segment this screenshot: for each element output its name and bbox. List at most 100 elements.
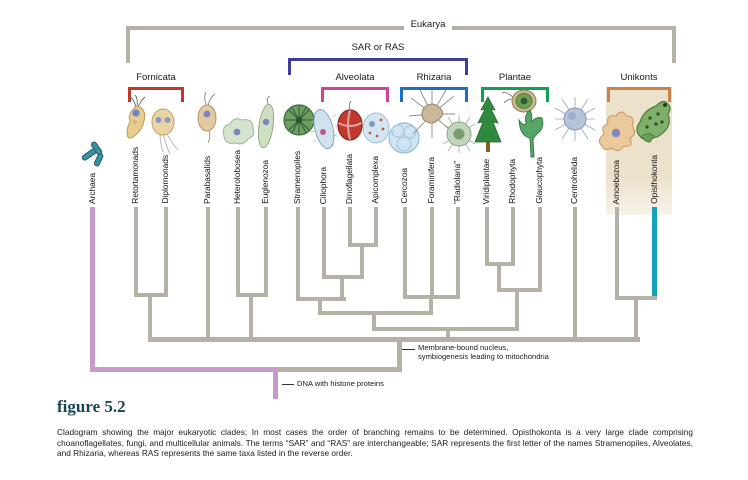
alveolata-label: Alveolata (335, 72, 375, 83)
branch-segment (430, 207, 434, 299)
eukarya-bracket (672, 26, 676, 63)
taxon-label-apicomplexa: Apicomplexa (370, 156, 380, 204)
unikonts-bracket (607, 87, 671, 102)
taxon-label-ciliophora: Ciliophora (318, 166, 328, 204)
euglenozoa-icon (257, 96, 275, 149)
eukarya-label: Eukarya (410, 19, 446, 30)
taxon-label-retortamonads: Retortamonads (130, 147, 140, 204)
branch-segment (372, 327, 519, 331)
branch-segment (374, 207, 378, 247)
bracket-line (546, 87, 549, 102)
branch-segment (515, 288, 519, 331)
taxon-label-radiolaria: "Radiolaria" (452, 160, 462, 204)
bracket-line (181, 87, 184, 102)
fornicata-bracket (128, 87, 184, 102)
nucleus-annotation-line2: symbiogenesis leading to mitochondria (418, 352, 549, 361)
bracket-line (607, 87, 671, 90)
rhodophyta-icon (518, 109, 544, 158)
plantae-label: Plantae (498, 72, 532, 83)
bracket-line (400, 87, 403, 102)
branch-segment (456, 207, 460, 299)
taxon-label-opisthokonta: Opisthokonta (649, 155, 659, 204)
figure-title: figure 5.2 (57, 397, 126, 416)
branch-segment (348, 207, 352, 247)
branch-segment (236, 207, 240, 297)
dna-annotation: DNA with histone proteins (297, 379, 384, 388)
alveolata-bracket (321, 87, 389, 102)
rhizaria-label: Rhizaria (416, 72, 452, 83)
sar-label: SAR or RAS (351, 42, 405, 53)
branch-segment (264, 207, 268, 297)
taxon-label-euglenozoa: Euglenozoa (260, 160, 270, 204)
dinoflagellata-icon (337, 100, 363, 141)
taxon-label-parabasalids: Parabasalids (202, 156, 212, 204)
opisthokonta-icon (636, 100, 671, 143)
branch-segment (538, 207, 542, 292)
taxon-label-cercozoa: Cercozoa (399, 168, 409, 204)
branch-segment (164, 207, 168, 297)
branch-segment (322, 207, 326, 279)
glaucophyta-icon (502, 89, 537, 113)
taxon-label-diplomonads: Diplomonads (160, 155, 170, 204)
branch-segment (485, 207, 489, 266)
ciliophora-icon (310, 108, 338, 150)
radiolaria-icon (442, 115, 476, 153)
taxon-label-rhodophyta: Rhodophyta (507, 159, 517, 204)
parabasalids-icon (197, 92, 217, 144)
bracket-line (128, 87, 131, 102)
nucleus-annotation: Membrane-bound nucleus, symbiogenesis le… (418, 343, 549, 361)
branch-eukaryote-backbone (148, 337, 640, 342)
eukarya-bracket (126, 26, 130, 63)
stramenopiles-icon (283, 104, 315, 136)
branch-segment (318, 297, 322, 315)
plantae-bracket (481, 87, 549, 102)
branch-root-stem (273, 367, 278, 399)
amoebozoa-icon (598, 111, 636, 152)
bracket-line (481, 87, 484, 102)
branch-segment (206, 207, 210, 342)
viridiplantae-icon (474, 96, 502, 152)
branch-segment (249, 293, 253, 342)
centrohelida-icon (554, 97, 596, 141)
taxon-label-viridiplantae: Viridiplantae (481, 158, 491, 204)
branch-segment (340, 275, 344, 301)
bracket-line (386, 87, 389, 102)
branch-segment (372, 311, 376, 331)
branch-segment (296, 207, 300, 301)
branch-segment (573, 207, 577, 342)
branch-segment (615, 207, 619, 300)
taxon-label-foraminifera: Foraminifera (426, 157, 436, 204)
branch-segment (134, 207, 138, 297)
branch-eukarya-root (397, 342, 402, 372)
retortamonads-icon (126, 95, 146, 139)
figure-caption: Cladogram showing the major eukaryotic c… (57, 427, 693, 459)
bracket-line (128, 87, 184, 90)
bracket-line (400, 87, 468, 90)
taxon-label-heterolobosea: Heterolobosea (232, 150, 242, 204)
bracket-line (668, 87, 671, 102)
taxon-label-amoebozoa: Amoebozoa (611, 159, 621, 204)
branch-root-archaea (90, 367, 278, 372)
branch-segment (511, 207, 515, 266)
bracket-line (607, 87, 610, 102)
bracket-line (481, 87, 549, 90)
apicomplexa-icon (362, 112, 390, 144)
nucleus-annotation-line1: Membrane-bound nucleus, (418, 343, 509, 352)
bracket-line (321, 87, 324, 102)
branch-segment (497, 262, 501, 292)
bracket-line (465, 87, 468, 102)
annotation-tick (402, 349, 415, 350)
taxon-label-centrohelida: Centrohelida (569, 157, 579, 204)
branch-root (276, 367, 402, 372)
sar-bracket-line (288, 58, 468, 61)
taxon-label-dinoflagellata: Dinoflagellata (344, 153, 354, 204)
taxon-label-glaucophyta: Glaucophyta (534, 157, 544, 204)
branch-segment (429, 295, 433, 315)
branch-segment (148, 293, 152, 342)
archaea-icon (81, 141, 104, 167)
branch-segment (446, 327, 450, 342)
branch-segment (403, 207, 407, 299)
branch-segment (634, 296, 638, 342)
rhizaria-bracket (400, 87, 468, 102)
